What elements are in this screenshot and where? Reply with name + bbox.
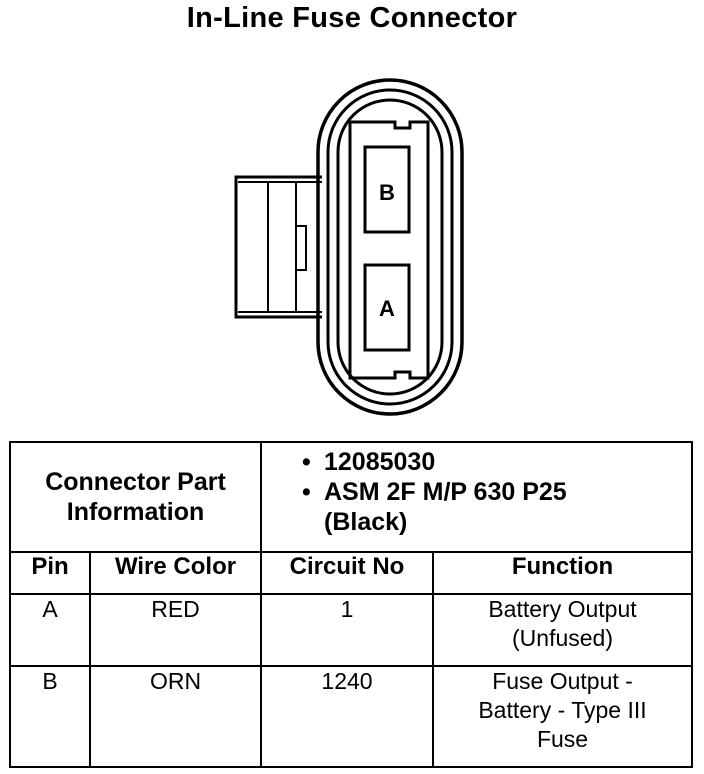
connector-diagram: B A — [234, 78, 464, 416]
connector-body — [316, 78, 464, 416]
circuit-no-cell: 1240 — [260, 665, 434, 768]
column-header-wire-color: Wire Color — [89, 551, 262, 595]
cavity-a — [363, 263, 411, 352]
circuit-no-cell: 1 — [260, 593, 434, 667]
part-number: 12085030 — [324, 448, 436, 476]
wire-color-cell: RED — [89, 593, 262, 667]
table-row: B ORN 1240 Fuse Output - Battery - Type … — [9, 665, 694, 768]
part-assembly: ASM 2F M/P 630 P25 — [324, 478, 567, 506]
table-row: A RED 1 Battery Output (Unfused) — [9, 593, 694, 667]
bullet-icon: • — [302, 448, 311, 476]
column-header-circuit-no: Circuit No — [260, 551, 434, 595]
wire-color-cell: ORN — [89, 665, 262, 768]
connector-pin-table: Connector Part Information • 12085030 • AS… — [9, 441, 694, 768]
function-cell: Fuse Output - Battery - Type III Fuse — [431, 665, 694, 768]
pin-cell: A — [9, 593, 91, 667]
bullet-icon: • — [302, 478, 311, 506]
part-info-label: Connector Part Information — [9, 441, 262, 553]
cavity-b — [363, 145, 411, 234]
diagram-title: In-Line Fuse Connector — [186, 2, 518, 34]
cavity-housing — [348, 120, 430, 380]
function-cell: Battery Output (Unfused) — [431, 593, 694, 667]
column-header-pin: Pin — [9, 551, 91, 595]
cavity-b-label: B — [379, 180, 395, 205]
column-header-function: Function — [431, 551, 694, 595]
part-color: (Black) — [324, 508, 408, 536]
pin-cell: B — [9, 665, 91, 768]
connector-side-tab — [234, 175, 322, 319]
part-info-values: • 12085030 • ASM 2F M/P 630 P25 (Black) — [259, 441, 694, 553]
cavity-a-label: A — [379, 296, 395, 321]
